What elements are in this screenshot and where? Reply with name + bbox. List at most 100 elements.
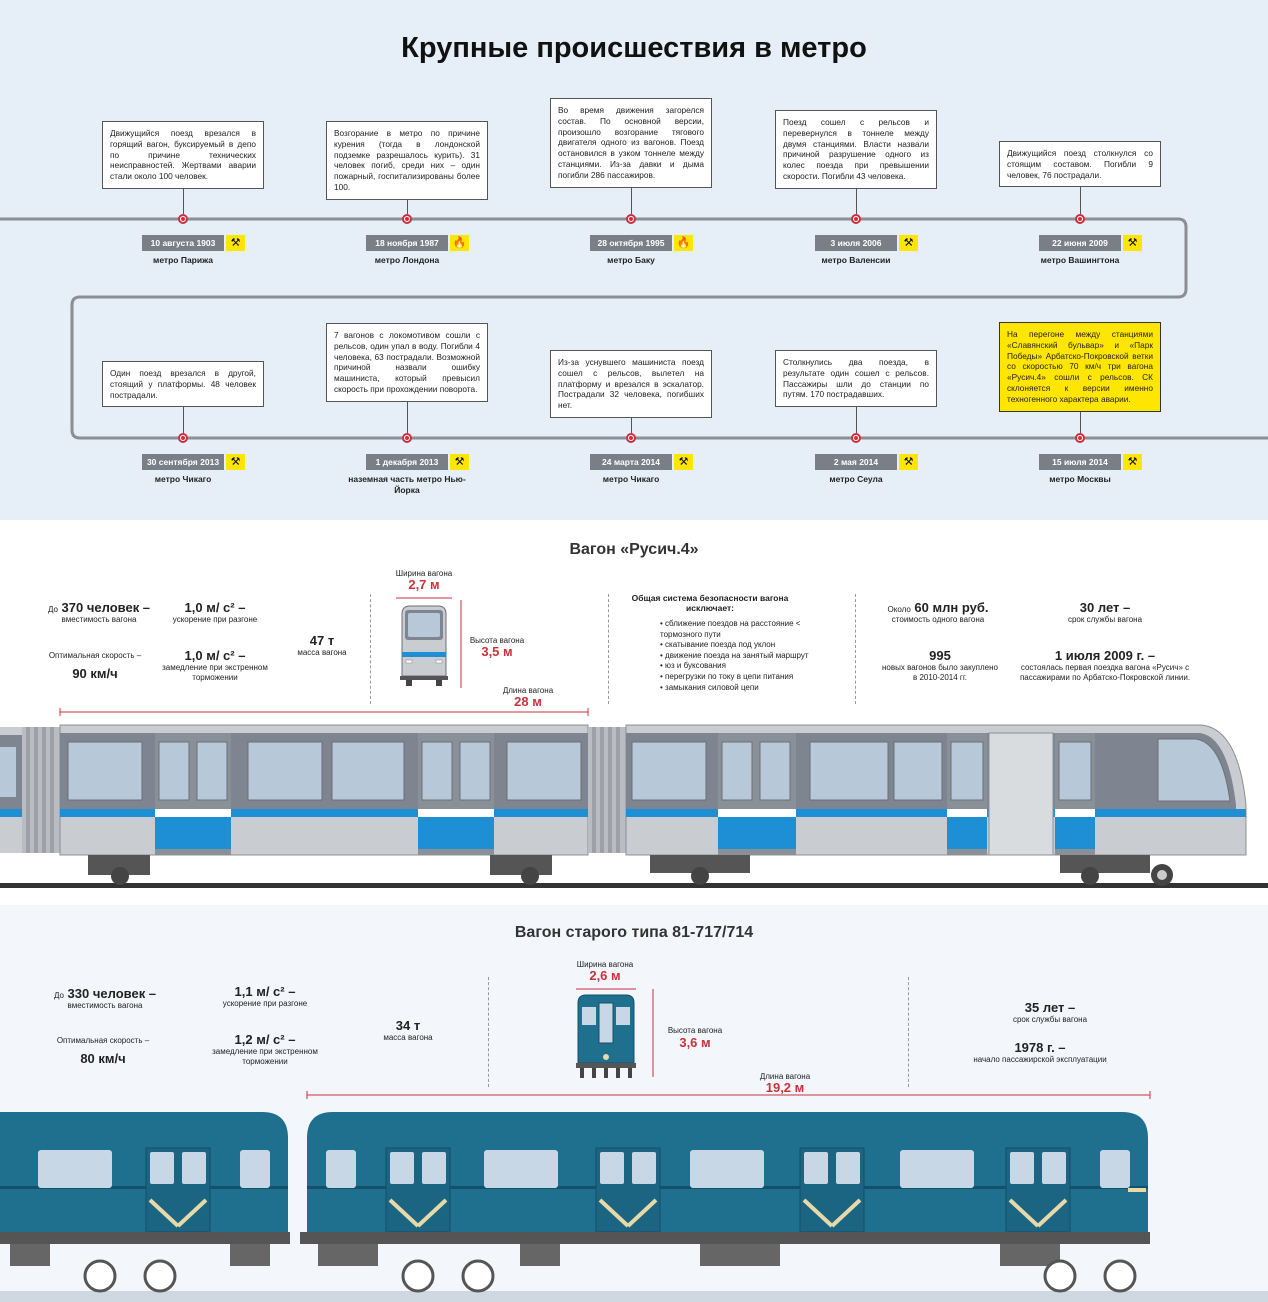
event-description: Один поезд врезался в другой, стоящий у …: [102, 361, 264, 408]
page-title: Крупные происшествия в метро: [401, 32, 867, 64]
tools-icon: ⚒: [899, 235, 918, 251]
event-date: 15 июля 2014: [1039, 454, 1121, 470]
safety-item: движение поезда на занятый маршрут: [660, 651, 840, 662]
rusich-decel: 1,0 м/ с² – замедление при экстренном то…: [162, 648, 268, 682]
old-length-label: Длина вагона: [759, 1072, 811, 1081]
event-connector: [183, 189, 184, 214]
rusich-bought: 995 новых вагонов было закуплено в 2010-…: [881, 648, 998, 682]
rusich-width-label: Ширина вагона: [395, 569, 453, 578]
event-connector: [631, 188, 632, 214]
rusich-accel: 1,0 м/ с² – ускорение при разгоне: [172, 600, 258, 624]
old-start: 1978 г. – начало пассажирской эксплуатац…: [973, 1040, 1107, 1064]
event-date: 22 июня 2009: [1039, 235, 1121, 251]
tools-icon: ⚒: [1123, 454, 1142, 470]
safety-item: перегрузки по току в цепи питания: [660, 672, 840, 683]
rusich-width-value: 2,7 м: [408, 577, 440, 592]
rusich-service: 30 лет – срок службы вагона: [1067, 600, 1143, 624]
rusich-speed: Оптимальная скорость – 90 км/ч: [48, 651, 142, 681]
event-marker-dot: [178, 433, 188, 443]
event-connector: [407, 200, 408, 214]
fire-icon: 🔥: [450, 235, 469, 251]
divider: [370, 594, 371, 704]
old-service: 35 лет – срок службы вагона: [1012, 1000, 1088, 1024]
old-height-label: Высота вагона: [667, 1026, 723, 1035]
event-location: метро Валенсии: [821, 255, 891, 265]
event-connector: [856, 407, 857, 433]
timeline-track: [0, 217, 1268, 440]
event-marker-dot: [851, 433, 861, 443]
event-description: Поезд сошел с рельсов и перевернулся в т…: [775, 110, 937, 189]
old-front-view: [576, 988, 636, 1078]
old-title: Вагон старого типа 81-717/714: [514, 924, 754, 941]
old-decel: 1,2 м/ с² – замедление при экстренном то…: [212, 1032, 318, 1066]
event-location: метро Чикаго: [602, 474, 660, 484]
event-date: 3 июля 2006: [815, 235, 897, 251]
event-connector: [856, 189, 857, 214]
old-mass: 34 т масса вагона: [383, 1018, 433, 1042]
old-height-value: 3,6 м: [679, 1035, 711, 1050]
event-date: 18 ноября 1987: [366, 235, 448, 251]
event-connector: [631, 418, 632, 433]
event-connector: [1080, 187, 1081, 214]
event-description: 7 вагонов с локомотивом сошли с рельсов,…: [326, 323, 488, 402]
event-location: метро Чикаго: [154, 474, 212, 484]
event-location: метро Баку: [607, 255, 655, 265]
rusich-section: Вагон «Русич.4» До 370 человек – вместим…: [0, 520, 1268, 905]
rusich-title: Вагон «Русич.4»: [569, 541, 699, 558]
tools-icon: ⚒: [226, 454, 245, 470]
safety-item: замыкания силовой цепи: [660, 683, 840, 694]
event-connector: [1080, 412, 1081, 433]
event-marker-dot: [1075, 433, 1085, 443]
event-marker-dot: [178, 214, 188, 224]
tools-icon: ⚒: [450, 454, 469, 470]
fire-icon: 🔥: [674, 235, 693, 251]
rusich-capacity: До 370 человек – вместимость вагона: [47, 600, 151, 624]
old-speed: Оптимальная скорость – 80 км/ч: [56, 1036, 150, 1066]
tools-icon: ⚒: [899, 454, 918, 470]
event-marker-dot: [402, 433, 412, 443]
event-location: метро Парижа: [153, 255, 213, 265]
event-description: Возгорание в метро по причине курения (т…: [326, 121, 488, 200]
event-marker-dot: [851, 214, 861, 224]
event-description: Во время движения загорелся состав. По о…: [550, 98, 712, 188]
event-marker-dot: [626, 433, 636, 443]
event-connector: [183, 407, 184, 433]
divider: [488, 977, 489, 1087]
event-location: наземная часть метро Нью-Йорка: [348, 474, 466, 495]
event-description: Движущийся поезд врезался в горящий ваго…: [102, 121, 264, 189]
safety-list: сближение поездов на расстояние < тормоз…: [660, 619, 840, 693]
event-description: Из-за уснувшего машиниста поезд сошел с …: [550, 350, 712, 418]
tools-icon: ⚒: [674, 454, 693, 470]
rusich-front-view: [396, 597, 452, 686]
event-date: 28 октября 1995: [590, 235, 672, 251]
tools-icon: ⚒: [226, 235, 245, 251]
event-description: Столкнулись два поезда, в результате оди…: [775, 350, 937, 408]
event-location: метро Москвы: [1049, 474, 1111, 484]
rusich-mass: 47 т масса вагона: [297, 633, 347, 657]
event-date: 30 сентября 2013: [142, 454, 224, 470]
safety-item: юз и буксования: [660, 661, 840, 672]
rusich-length-label: Длина вагона: [502, 686, 554, 695]
event-connector: [407, 402, 408, 433]
old-height-line: [652, 989, 654, 1077]
safety-item: сближение поездов на расстояние < тормоз…: [660, 619, 840, 640]
rusich-height-value: 3,5 м: [481, 644, 513, 659]
divider: [608, 594, 609, 704]
rusich-height-label: Высота вагона: [469, 636, 525, 645]
rusich-height-line: [460, 600, 462, 688]
old-capacity: До 330 человек – вместимость вагона: [53, 986, 157, 1010]
incidents-section: Крупные происшествия в метро Движущийся …: [0, 0, 1268, 520]
old-width-value: 2,6 м: [589, 968, 621, 983]
rusich-first-ride: 1 июля 2009 г. – состоялась первая поезд…: [1019, 648, 1191, 682]
event-location: метро Вашингтона: [1040, 255, 1120, 265]
event-date: 1 декабря 2013: [366, 454, 448, 470]
event-marker-dot: [1075, 214, 1085, 224]
event-location: метро Лондона: [374, 255, 440, 265]
event-date: 24 марта 2014: [590, 454, 672, 470]
event-date: 10 августа 1903: [142, 235, 224, 251]
old-accel: 1,1 м/ с² – ускорение при разгоне: [222, 984, 308, 1008]
event-marker-dot: [402, 214, 412, 224]
safety-item: скатывание поезда под уклон: [660, 640, 840, 651]
event-description: На перегоне между станциями «Славянский …: [999, 322, 1161, 412]
old-car-section: Вагон старого типа 81-717/714 До 330 чел…: [0, 905, 1268, 1302]
